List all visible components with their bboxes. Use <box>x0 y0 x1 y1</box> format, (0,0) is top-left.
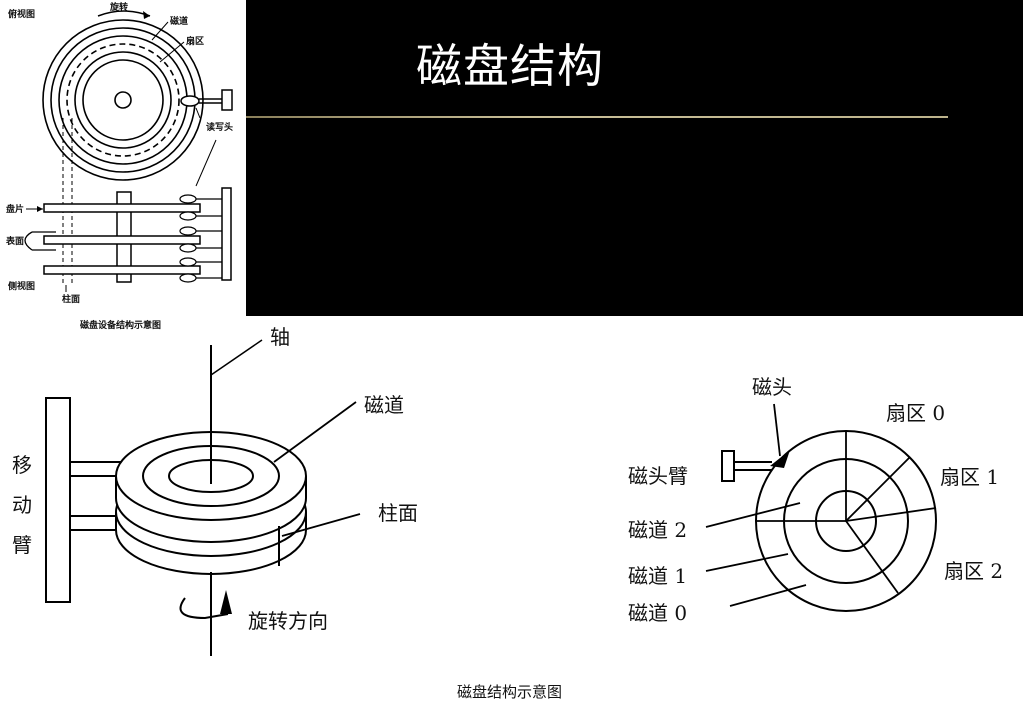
head-arm-block <box>721 450 735 482</box>
label-rotation: 旋转 <box>109 1 128 13</box>
label-rotation-direction: 旋转方向 <box>248 609 328 633</box>
rw-head-top <box>180 95 200 107</box>
sector-lines <box>756 431 937 594</box>
rotation-arrowhead <box>143 11 150 19</box>
moving-arm-plate <box>45 397 71 603</box>
figure-caption: 磁盘结构示意图 <box>457 683 562 701</box>
label-track-3d: 磁道 <box>364 393 404 417</box>
label-sector-2: 扇区 2 <box>944 559 1003 583</box>
label-surface: 表面 <box>5 235 24 247</box>
label-top-view: 俯视图 <box>8 8 35 20</box>
label-arm-2: 动 <box>12 493 32 517</box>
side-view-heads <box>179 194 222 283</box>
label-sector: 扇区 <box>186 35 204 47</box>
label-sector-1: 扇区 1 <box>940 465 999 489</box>
label-head-arm: 磁头臂 <box>628 464 688 488</box>
label-track-1: 磁道 1 <box>628 564 687 588</box>
label-track-2: 磁道 2 <box>628 518 687 542</box>
side-view <box>43 187 232 283</box>
disk-3d-diagram: 移 动 臂 轴 磁道 柱面 旋转方向 <box>12 325 418 656</box>
disk-device-diagram: 俯视图 旋转 磁道 扇区 读写头 <box>5 1 233 331</box>
label-platter: 盘片 <box>6 203 24 215</box>
title-divider <box>246 116 948 118</box>
top-diagram-caption: 磁盘设备结构示意图 <box>80 319 161 331</box>
label-track: 磁道 <box>170 15 188 27</box>
label-side-view: 侧视图 <box>8 280 35 292</box>
label-cylinder: 柱面 <box>62 293 80 305</box>
label-arm-3: 臂 <box>12 533 32 557</box>
label-rw-head: 读写头 <box>206 121 233 133</box>
title-banner: 磁盘结构 <box>246 0 1023 316</box>
slide-title: 磁盘结构 <box>416 39 604 93</box>
top-view-platter <box>42 19 204 181</box>
label-sector-0: 扇区 0 <box>886 401 945 425</box>
head-arm-block-top <box>221 89 233 111</box>
label-head: 磁头 <box>752 375 792 399</box>
rotation-direction-arrow <box>179 597 229 620</box>
label-cylinder-3d: 柱面 <box>378 501 418 525</box>
label-track-0: 磁道 0 <box>628 601 687 625</box>
label-axis: 轴 <box>270 325 290 349</box>
head-arrow <box>770 450 790 468</box>
label-arm-1: 移 <box>12 453 32 477</box>
